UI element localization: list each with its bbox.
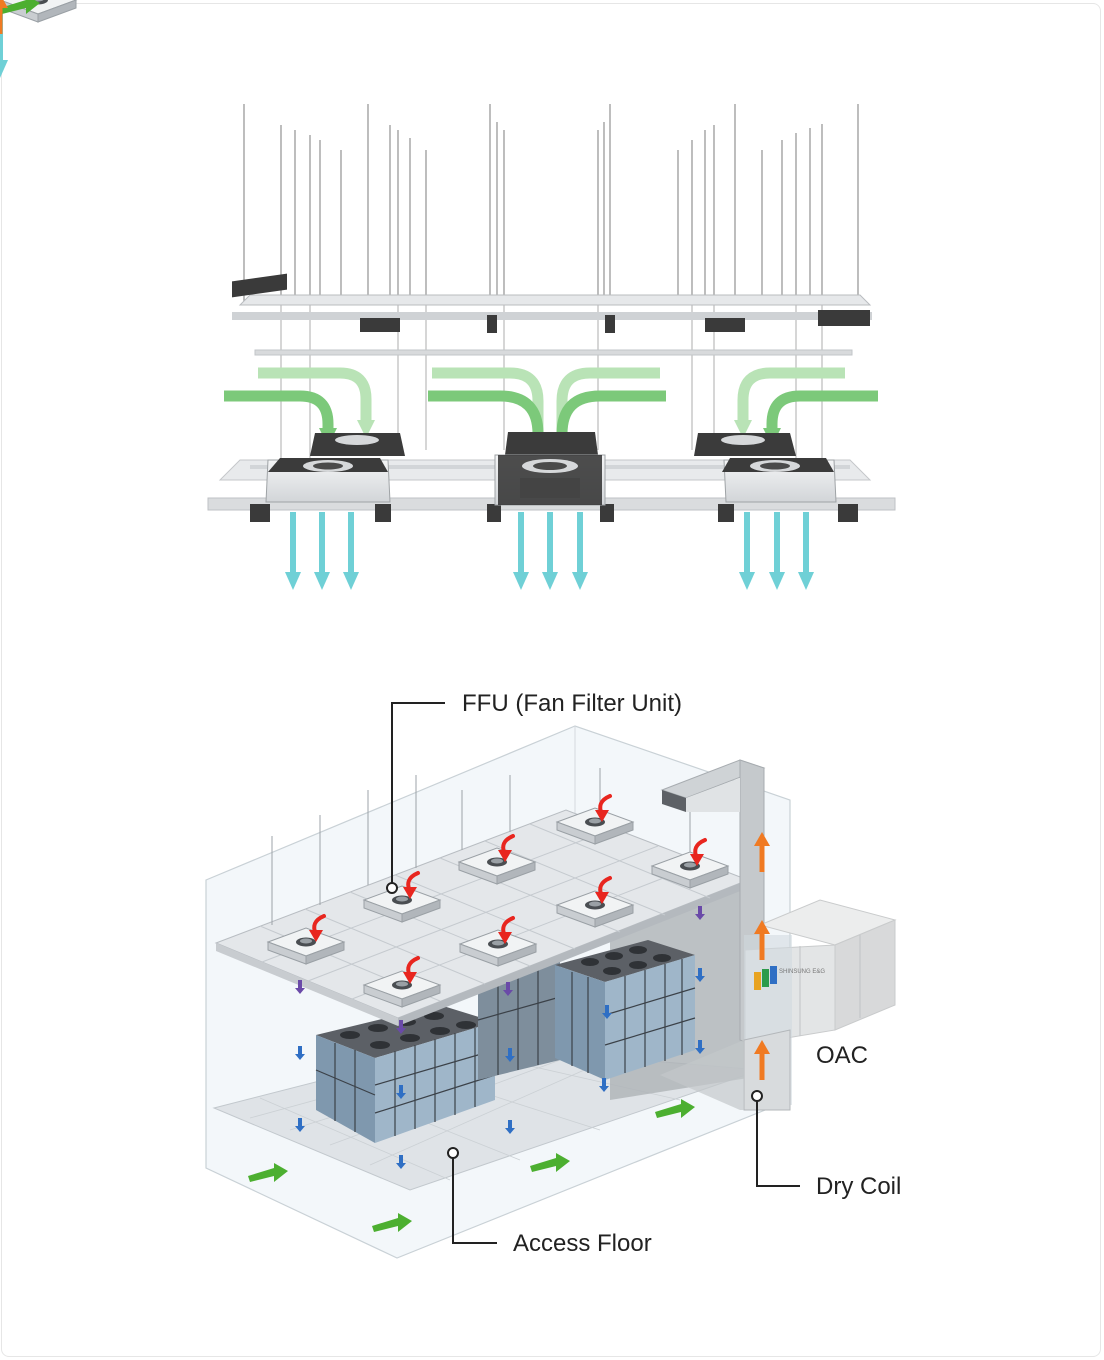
callout-oac: OAC bbox=[816, 1042, 868, 1069]
label-access-floor: Access Floor bbox=[513, 1230, 652, 1257]
hanger-rods bbox=[243, 104, 859, 470]
brand-text: SHINSUNG E&G bbox=[779, 969, 825, 975]
top-ceiling-diagram bbox=[0, 0, 896, 590]
label-oac: OAC bbox=[816, 1042, 868, 1069]
ffu-module-left bbox=[265, 433, 405, 503]
label-ffu: FFU (Fan Filter Unit) bbox=[462, 690, 682, 717]
callouts: FFU (Fan Filter Unit) OAC Dry Coil Acces… bbox=[386, 690, 901, 1257]
label-dry-coil: Dry Coil bbox=[816, 1173, 901, 1200]
equipment-cube-left bbox=[315, 1005, 496, 1143]
upper-channel bbox=[232, 273, 872, 356]
ffu-module-right bbox=[694, 433, 837, 503]
supply-air-arrows bbox=[224, 367, 878, 452]
floor-return-arrows bbox=[0, 0, 695, 1232]
callout-dry-coil: Dry Coil bbox=[751, 1090, 901, 1200]
ffu-module-center bbox=[494, 432, 606, 506]
callout-access-floor: Access Floor bbox=[447, 1147, 652, 1257]
bottom-cleanroom-diagram: SHINSUNG E&G bbox=[0, 0, 897, 1259]
callout-ffu: FFU (Fan Filter Unit) bbox=[386, 690, 682, 894]
ffu-ceiling bbox=[214, 768, 750, 1026]
oac-unit: SHINSUNG E&G bbox=[660, 899, 897, 1111]
orange-flow-arrows bbox=[0, 0, 770, 1080]
brand-logo: SHINSUNG E&G bbox=[754, 966, 825, 990]
equipment-cube-center bbox=[477, 960, 561, 1080]
equipment-cube-right bbox=[555, 940, 696, 1080]
